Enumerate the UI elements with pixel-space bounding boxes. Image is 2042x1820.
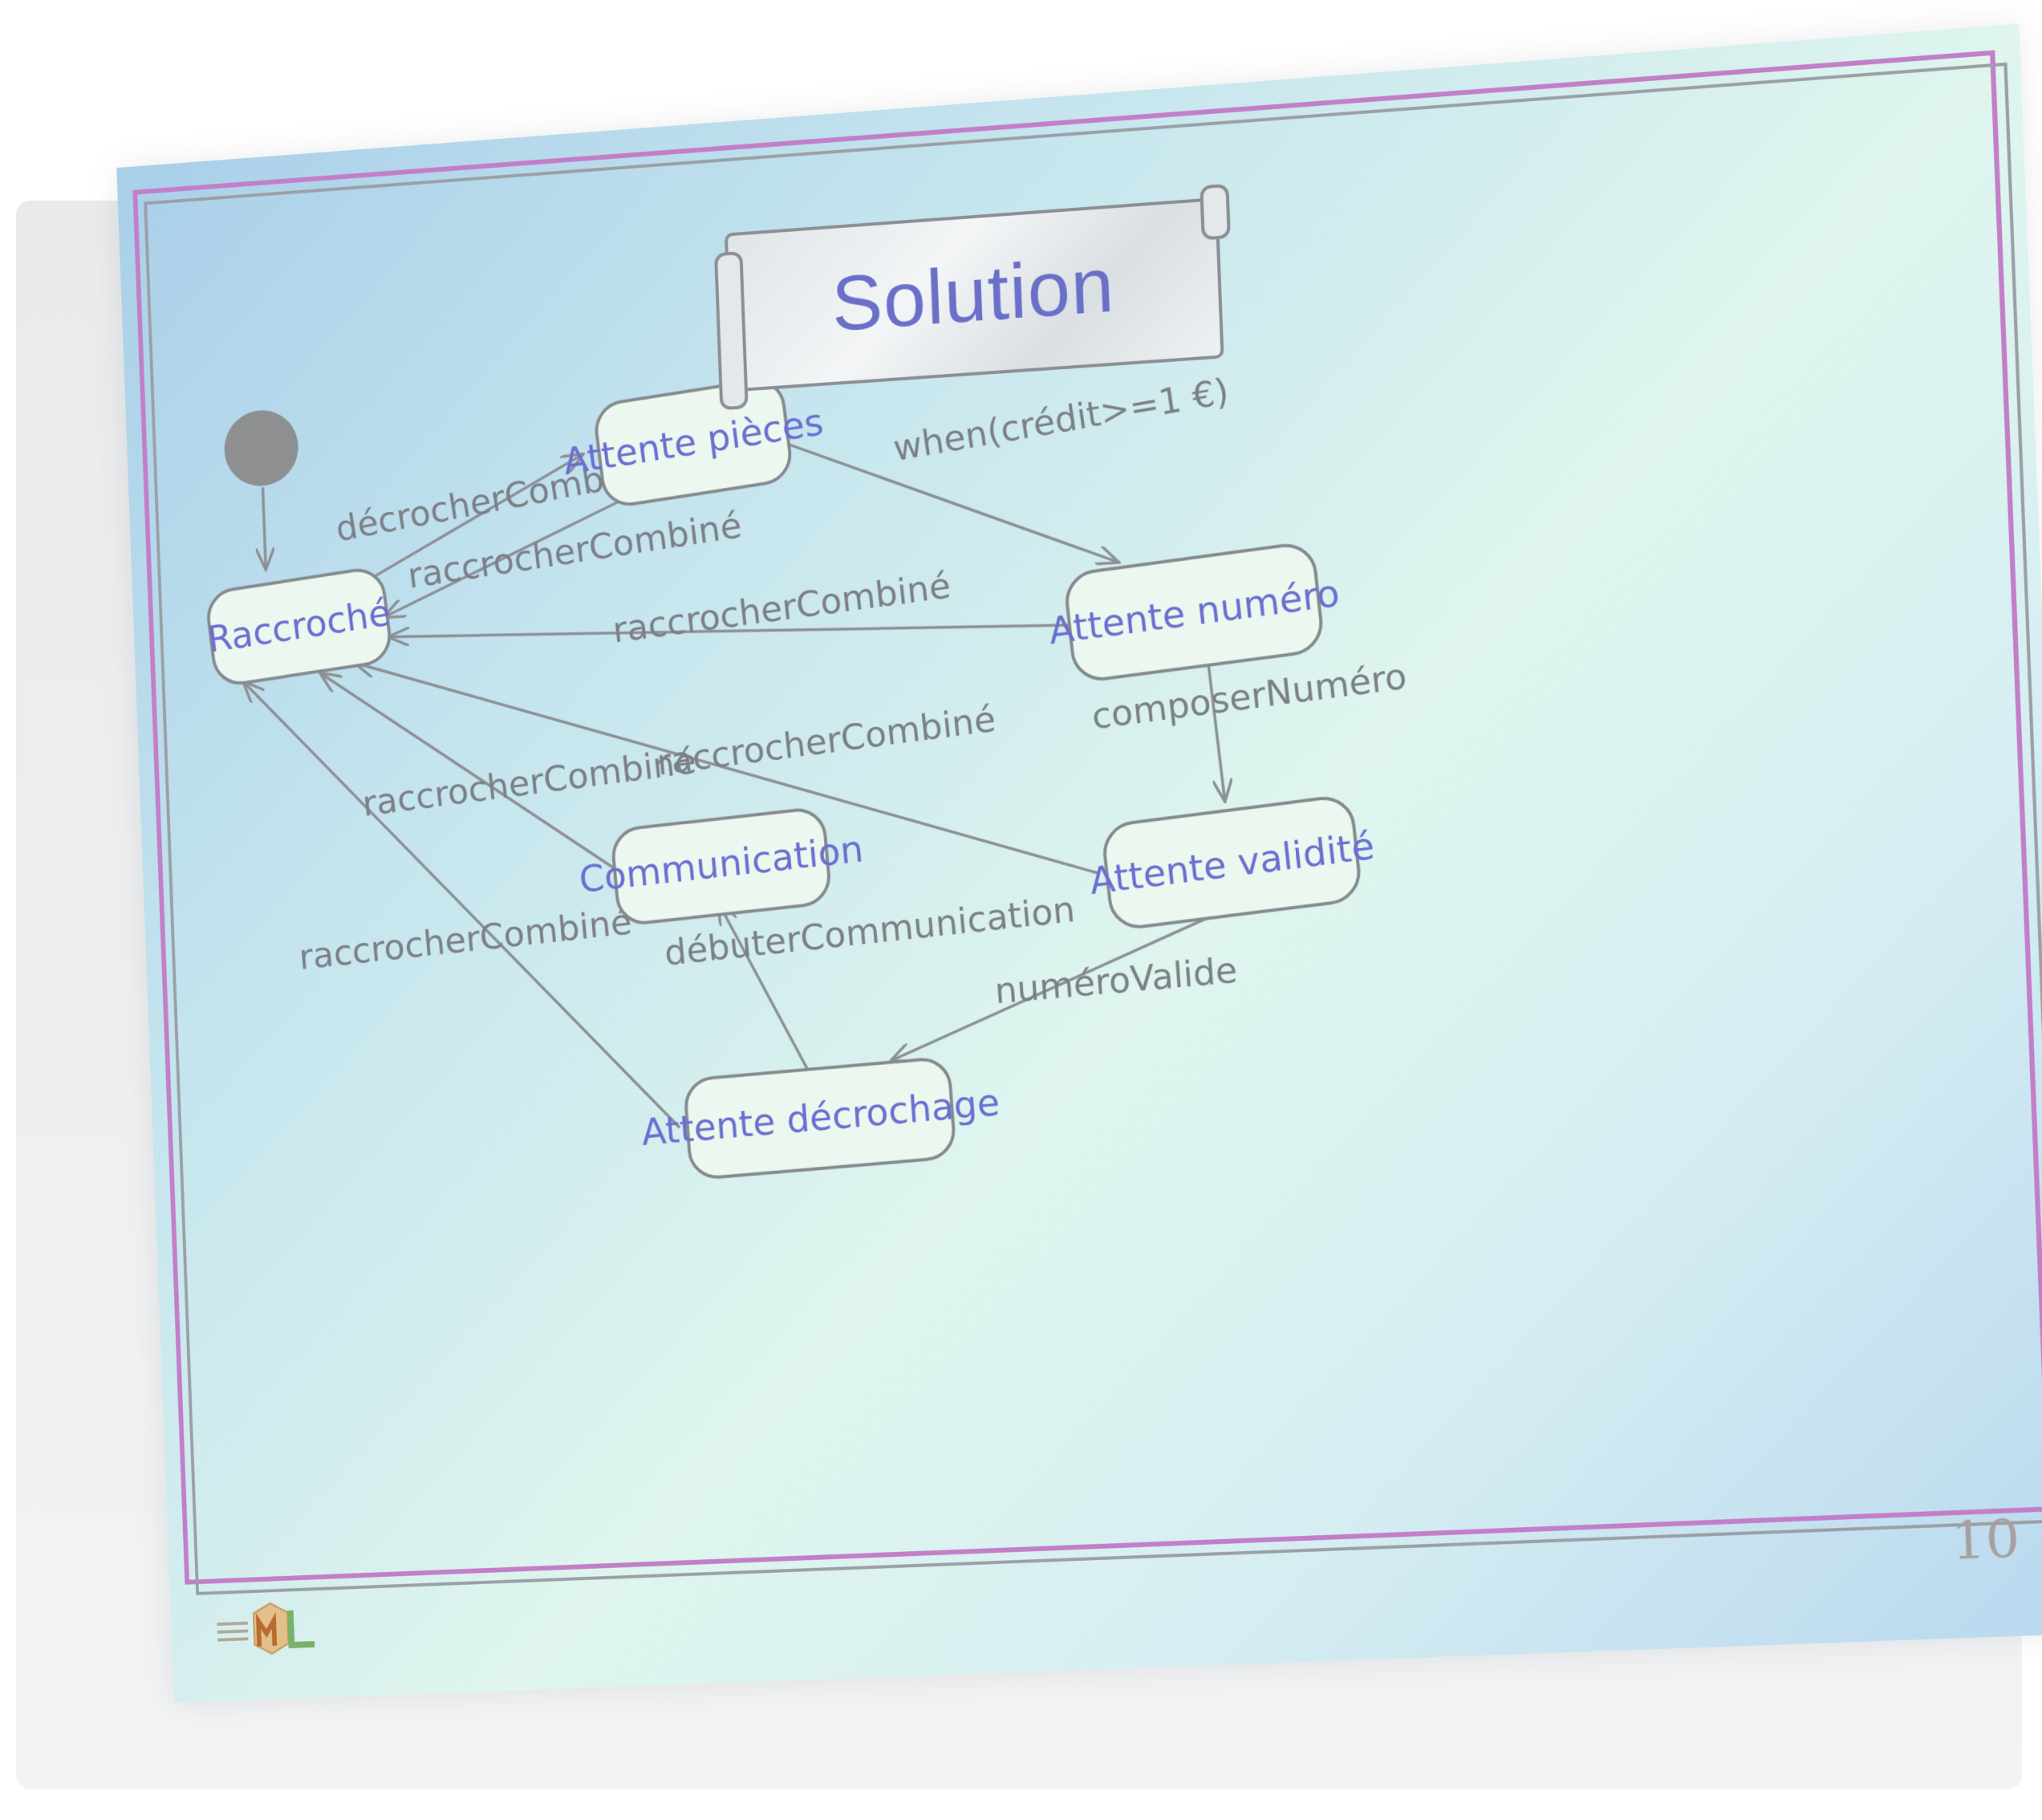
state-raccroche: Raccroché [202, 566, 396, 687]
uml-logo [217, 1595, 326, 1662]
state-attente-validite: Attente validité [1087, 793, 1377, 932]
initial-state [222, 408, 300, 489]
label-when-credit: when(crédit>=1 €) [891, 372, 1231, 469]
state-attente-pieces: Attente pièces [561, 371, 826, 514]
state-diagram: décrocherCombiné raccrocherCombiné when(… [116, 23, 2042, 1703]
page-number: 10 [1950, 1509, 2021, 1573]
edge-attente-numero-attente-validite [1208, 653, 1225, 802]
state-attente-numero: Attente numéro [1046, 539, 1342, 685]
edge-initial-raccroche [262, 487, 266, 570]
state-communication: Communication [578, 803, 865, 929]
label-raccrocher-validite: raccrocherCombiné [655, 699, 997, 783]
slide-title: Solution [830, 242, 1116, 348]
label-raccrocher-numero: raccrocherCombiné [611, 566, 952, 651]
transition-labels: décrocherCombiné raccrocherCombiné when(… [298, 372, 1409, 1013]
edge-attente-decrochage-raccroche [243, 656, 680, 1149]
label-raccrocher-decrochage: raccrocherCombiné [298, 902, 634, 978]
state-attente-decrochage: Attente décrochage [640, 1053, 1001, 1183]
projected-slide: décrocherCombiné raccrocherCombiné when(… [116, 23, 2042, 1703]
